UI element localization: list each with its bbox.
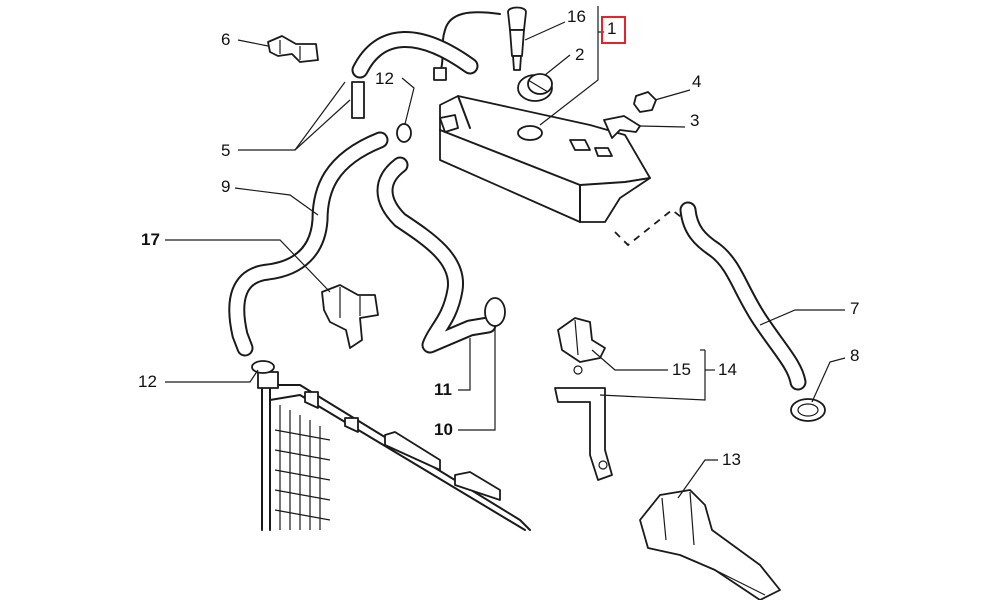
highlight-box bbox=[601, 16, 626, 44]
clamp-12-lower bbox=[251, 360, 275, 374]
label-7: 7 bbox=[850, 299, 860, 318]
label-10: 10 bbox=[434, 420, 453, 439]
label-6: 6 bbox=[221, 30, 231, 49]
label-5: 5 bbox=[221, 141, 231, 160]
hose-9 bbox=[228, 131, 389, 357]
label-2: 2 bbox=[575, 45, 585, 64]
clamp-12-upper bbox=[396, 123, 412, 143]
clamp-10 bbox=[484, 297, 506, 327]
label-16: 16 bbox=[567, 7, 586, 26]
label-17: 17 bbox=[141, 230, 160, 249]
nut-4 bbox=[633, 91, 657, 113]
hose-11 bbox=[376, 156, 497, 354]
label-15: 15 bbox=[672, 360, 691, 379]
label-3: 3 bbox=[690, 111, 700, 130]
tank-cap bbox=[517, 73, 553, 102]
label-12-lower: 12 bbox=[138, 372, 157, 391]
hose-clip bbox=[267, 35, 319, 63]
bolt-3 bbox=[603, 115, 641, 139]
label-12-upper: 12 bbox=[375, 69, 394, 88]
bracket-14 bbox=[554, 365, 613, 481]
dashed-connection bbox=[614, 208, 686, 247]
clamp-8 bbox=[790, 398, 826, 422]
hose-7 bbox=[679, 201, 807, 391]
label-4: 4 bbox=[692, 72, 702, 91]
label-9: 9 bbox=[221, 177, 231, 196]
label-1: 1 bbox=[607, 19, 617, 38]
label-11: 11 bbox=[434, 380, 452, 399]
leader-lines bbox=[165, 6, 846, 499]
bleed-hose bbox=[351, 31, 479, 119]
radiator bbox=[257, 371, 531, 531]
support-13 bbox=[639, 489, 781, 600]
level-sensor bbox=[433, 6, 527, 81]
label-13: 13 bbox=[722, 450, 741, 469]
label-14: 14 bbox=[718, 360, 737, 379]
expansion-tank bbox=[439, 95, 651, 223]
label-8: 8 bbox=[850, 346, 860, 365]
bracket-17 bbox=[321, 284, 379, 349]
